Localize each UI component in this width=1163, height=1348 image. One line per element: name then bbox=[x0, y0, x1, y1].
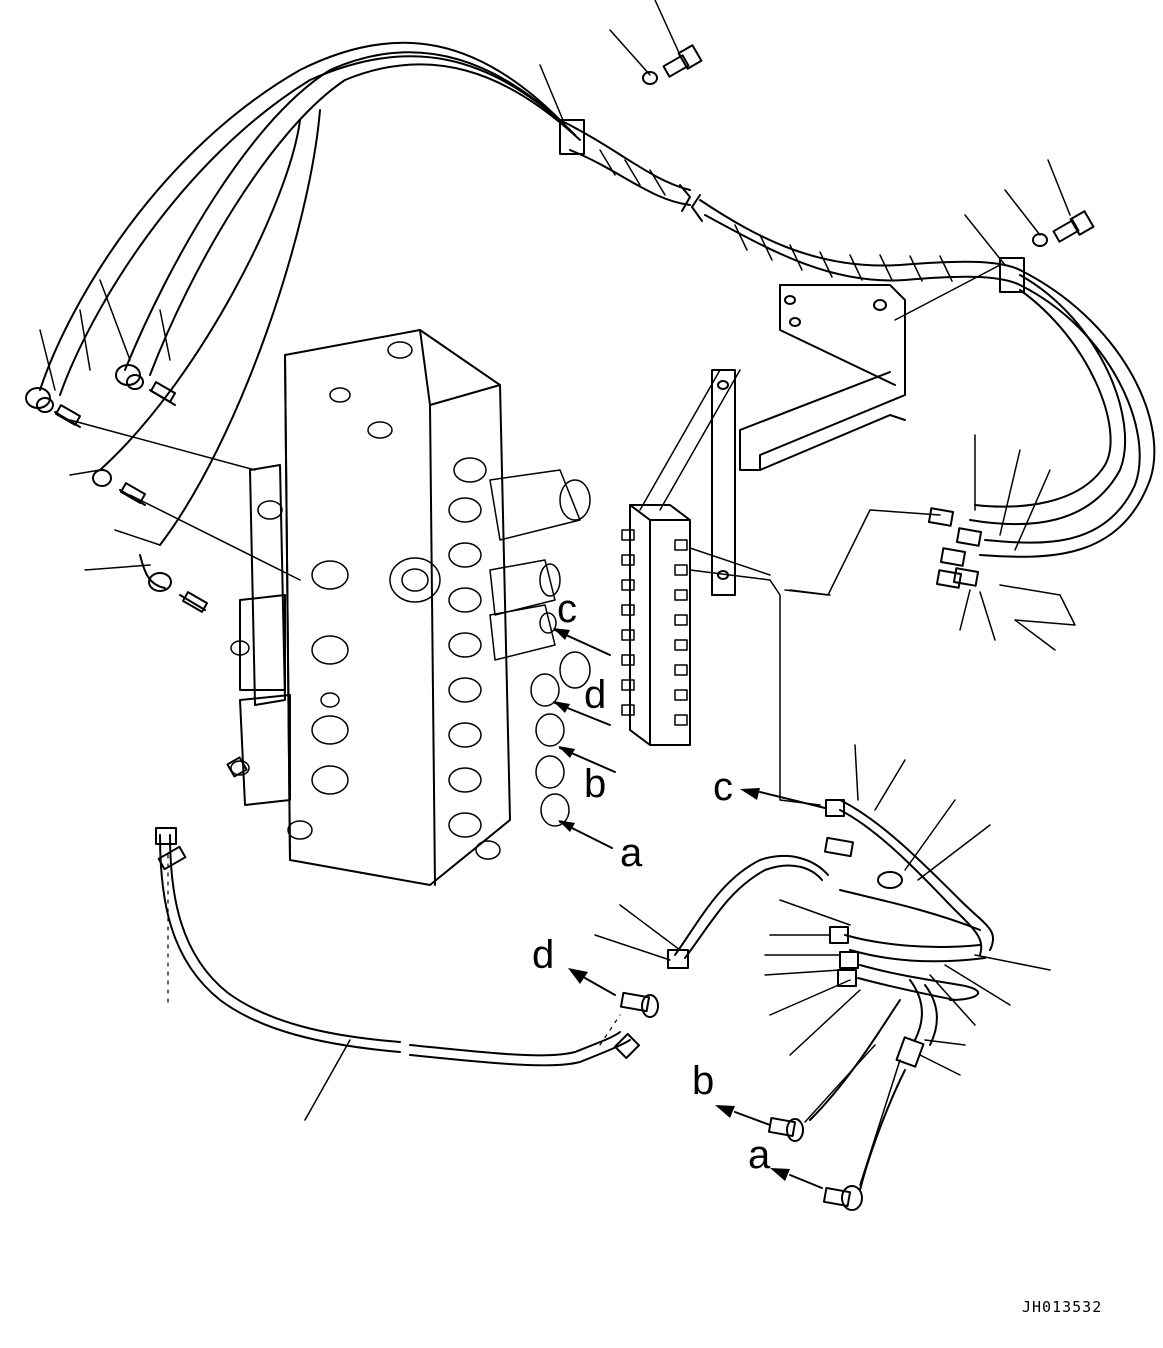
callout-c-fitting: c bbox=[713, 765, 733, 809]
callout-a-valve: a bbox=[620, 831, 643, 875]
manifold-block bbox=[621, 504, 691, 746]
control-valve bbox=[230, 329, 591, 886]
lower-left-hose bbox=[155, 827, 641, 1067]
mounting-bracket bbox=[739, 284, 906, 471]
callout-d-fitting: d bbox=[532, 933, 554, 977]
callout-b-fitting: b bbox=[692, 1059, 714, 1103]
callout-c-valve: c bbox=[557, 587, 577, 631]
lower-right-hose-group bbox=[619, 799, 995, 1211]
left-hose-fittings bbox=[25, 364, 248, 871]
callout-a-fitting: a bbox=[748, 1133, 771, 1177]
drawing-code: JH013532 bbox=[1022, 1298, 1102, 1316]
callout-labels: c d b a c d b a JH013532 bbox=[532, 587, 1102, 1316]
upper-hose-bundle bbox=[39, 41, 1156, 558]
callout-b-valve: b bbox=[584, 762, 606, 806]
leader-lines bbox=[39, 0, 1076, 1186]
callout-d-valve: d bbox=[584, 673, 606, 717]
right-hose-ends bbox=[927, 507, 983, 589]
